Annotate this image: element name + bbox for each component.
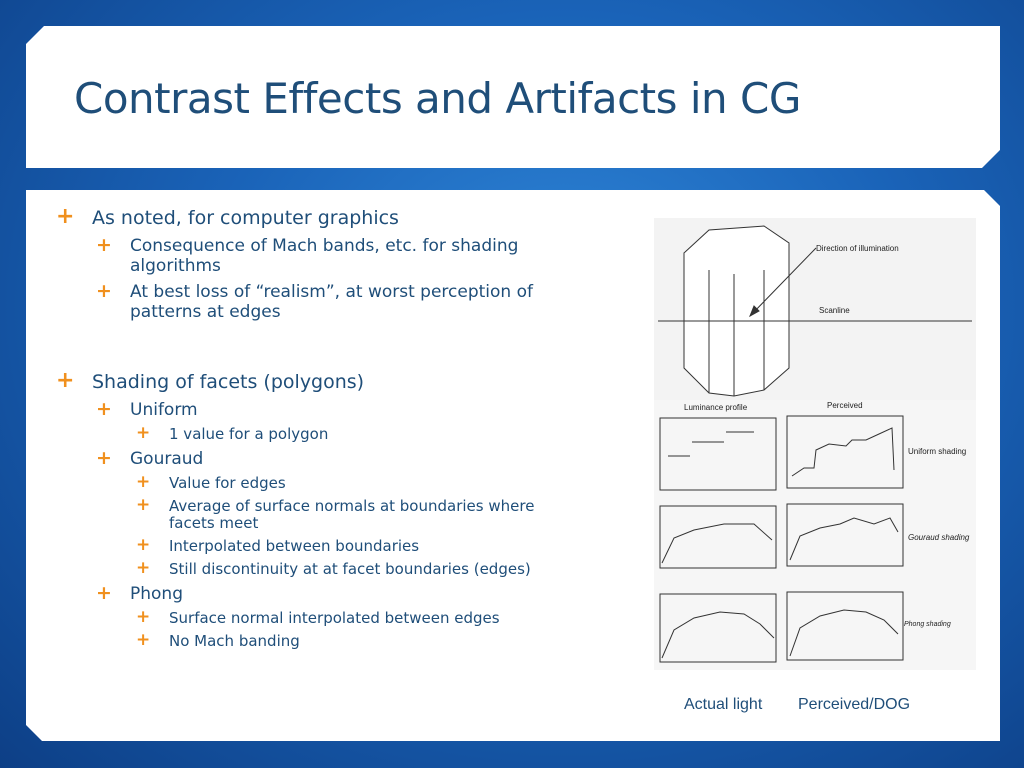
plus-icon: + xyxy=(96,398,112,420)
gouraud-shading-label: Gouraud shading xyxy=(908,533,970,542)
bullet-item: + Shading of facets (polygons) xyxy=(56,368,536,394)
spacer xyxy=(56,322,536,368)
bullet-item: + Average of surface normals at boundari… xyxy=(56,495,536,532)
bullet-text: At best loss of “realism”, at worst perc… xyxy=(130,282,533,322)
caption-perceived-dog: Perceived/DOG xyxy=(798,696,911,713)
uniform-shading-label: Uniform shading xyxy=(908,447,966,456)
plus-icon: + xyxy=(56,368,75,393)
bullet-text: 1 value for a polygon xyxy=(169,425,329,443)
plus-icon: + xyxy=(96,280,112,302)
perceived-label: Perceived xyxy=(827,401,863,410)
bullet-text: Still discontinuity at at facet boundari… xyxy=(169,560,531,578)
content-panel: + As noted, for computer graphics + Cons… xyxy=(26,190,1000,741)
bullet-list: + As noted, for computer graphics + Cons… xyxy=(56,204,536,650)
bullet-item: + No Mach banding xyxy=(56,630,536,650)
luminance-label: Luminance profile xyxy=(684,403,748,412)
shading-diagram: Direction of illumination Scanline Lumin… xyxy=(654,225,976,670)
bullet-text: Surface normal interpolated between edge… xyxy=(169,609,500,627)
bullet-item: + Surface normal interpolated between ed… xyxy=(56,607,536,627)
plus-icon: + xyxy=(96,582,112,604)
plus-icon: + xyxy=(56,204,75,229)
bullet-text: Interpolated between boundaries xyxy=(169,537,420,555)
plus-icon: + xyxy=(136,472,151,492)
bullet-item: + Still discontinuity at at facet bounda… xyxy=(56,558,536,578)
bullet-item: + Interpolated between boundaries xyxy=(56,535,536,555)
bullet-item: + Consequence of Mach bands, etc. for sh… xyxy=(56,234,536,276)
phong-shading-label: Phong shading xyxy=(904,621,951,628)
caption-actual-light: Actual light xyxy=(684,696,763,713)
bullet-text: Average of surface normals at boundaries… xyxy=(169,497,535,532)
bullet-text: Uniform xyxy=(130,400,198,420)
scanline-label: Scanline xyxy=(819,306,850,315)
plus-icon: + xyxy=(96,447,112,469)
plus-icon: + xyxy=(96,234,112,256)
bullet-item: + 1 value for a polygon xyxy=(56,423,536,443)
bullet-text: Shading of facets (polygons) xyxy=(92,371,365,393)
shading-figure: Direction of illumination Scanline Lumin… xyxy=(654,218,976,670)
bullet-text: As noted, for computer graphics xyxy=(92,207,399,229)
bullet-item: + Gouraud xyxy=(56,447,536,469)
bullet-text: Consequence of Mach bands, etc. for shad… xyxy=(130,236,519,276)
bullet-item: + At best loss of “realism”, at worst pe… xyxy=(56,280,536,322)
bullet-text: No Mach banding xyxy=(169,632,300,650)
bullet-item: + Value for edges xyxy=(56,472,536,492)
bullet-text: Phong xyxy=(130,584,183,604)
bullet-text: Value for edges xyxy=(169,474,286,492)
bullet-item: + As noted, for computer graphics xyxy=(56,204,536,230)
plus-icon: + xyxy=(136,630,151,650)
plus-icon: + xyxy=(136,558,151,578)
bullet-text: Gouraud xyxy=(130,449,204,469)
bullet-item: + Uniform xyxy=(56,398,536,420)
plus-icon: + xyxy=(136,607,151,627)
slide-title: Contrast Effects and Artifacts in CG xyxy=(74,74,801,123)
plus-icon: + xyxy=(136,495,151,515)
plus-icon: + xyxy=(136,535,151,555)
plus-icon: + xyxy=(136,423,151,443)
bullet-item: + Phong xyxy=(56,582,536,604)
title-panel xyxy=(26,26,1000,168)
direction-label: Direction of illumination xyxy=(816,244,899,253)
